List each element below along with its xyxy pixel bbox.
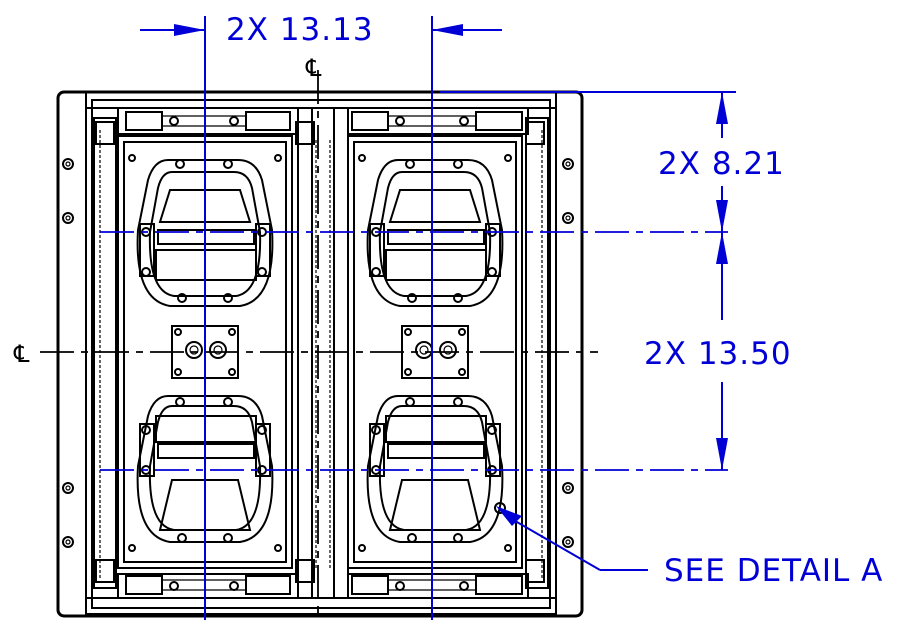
vertical-centerline-symbol: ℄ bbox=[305, 54, 322, 82]
detail-callout: SEE DETAIL A bbox=[496, 506, 883, 589]
horizontal-centerline-symbol: ℄ bbox=[13, 340, 30, 368]
centerlines bbox=[40, 70, 728, 620]
enclosure-frame bbox=[56, 90, 584, 618]
dimension-height-middle: 2X 13.50 bbox=[644, 232, 792, 470]
right-upper-handle bbox=[366, 159, 504, 307]
dimension-height-middle-label: 2X 13.50 bbox=[644, 336, 792, 372]
top-rail bbox=[95, 107, 545, 145]
detail-callout-label: SEE DETAIL A bbox=[664, 553, 883, 589]
bottom-rail bbox=[95, 559, 545, 599]
dimension-width: 2X 13.13 bbox=[140, 12, 502, 620]
center-divider bbox=[297, 107, 349, 599]
centerline-symbols: ℄ ℄ bbox=[13, 54, 322, 368]
dimension-width-label: 2X 13.13 bbox=[226, 12, 374, 48]
dimension-height-upper-label: 2X 8.21 bbox=[658, 146, 785, 182]
dimension-height-upper: 2X 8.21 bbox=[440, 91, 785, 232]
side-screws bbox=[62, 158, 574, 548]
right-panel bbox=[347, 135, 523, 569]
right-lower-handle bbox=[366, 395, 504, 543]
